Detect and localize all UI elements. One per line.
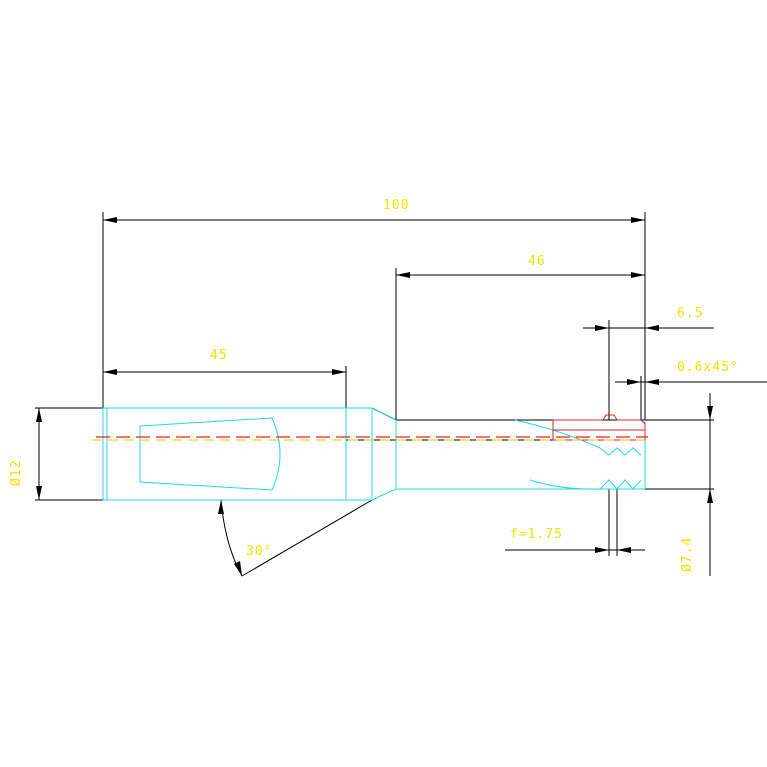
small-diameter-label: Ø7.4	[680, 537, 695, 572]
dimension-left-section: 45	[103, 348, 346, 375]
extension-lines	[35, 212, 714, 556]
dimension-thread-offset: 6.5	[583, 306, 714, 331]
right-section-label: 46	[528, 254, 546, 269]
dimension-small-diameter: Ø7.4	[680, 393, 713, 576]
left-section-label: 45	[210, 348, 228, 363]
thread-detail	[552, 414, 646, 441]
dimension-large-diameter: Ø12	[9, 408, 42, 500]
dimension-thread-pitch: f=1.75	[505, 527, 645, 553]
dimension-overall-length: 100	[103, 198, 645, 223]
dimension-chamfer: 0.6x45°	[615, 360, 767, 385]
chamfer-label: 0.6x45°	[677, 360, 739, 375]
large-diameter-label: Ø12	[9, 460, 24, 486]
dimension-right-section: 46	[396, 254, 645, 278]
overall-length-label: 100	[383, 198, 409, 213]
thread-offset-label: 6.5	[677, 306, 703, 321]
dimension-taper-angle: 30°	[218, 499, 373, 577]
centerlines	[92, 436, 652, 441]
part-edges	[102, 407, 646, 501]
thread-pitch-label: f=1.75	[510, 527, 563, 542]
taper-angle-label: 30°	[246, 544, 272, 559]
part-outline	[103, 407, 645, 501]
